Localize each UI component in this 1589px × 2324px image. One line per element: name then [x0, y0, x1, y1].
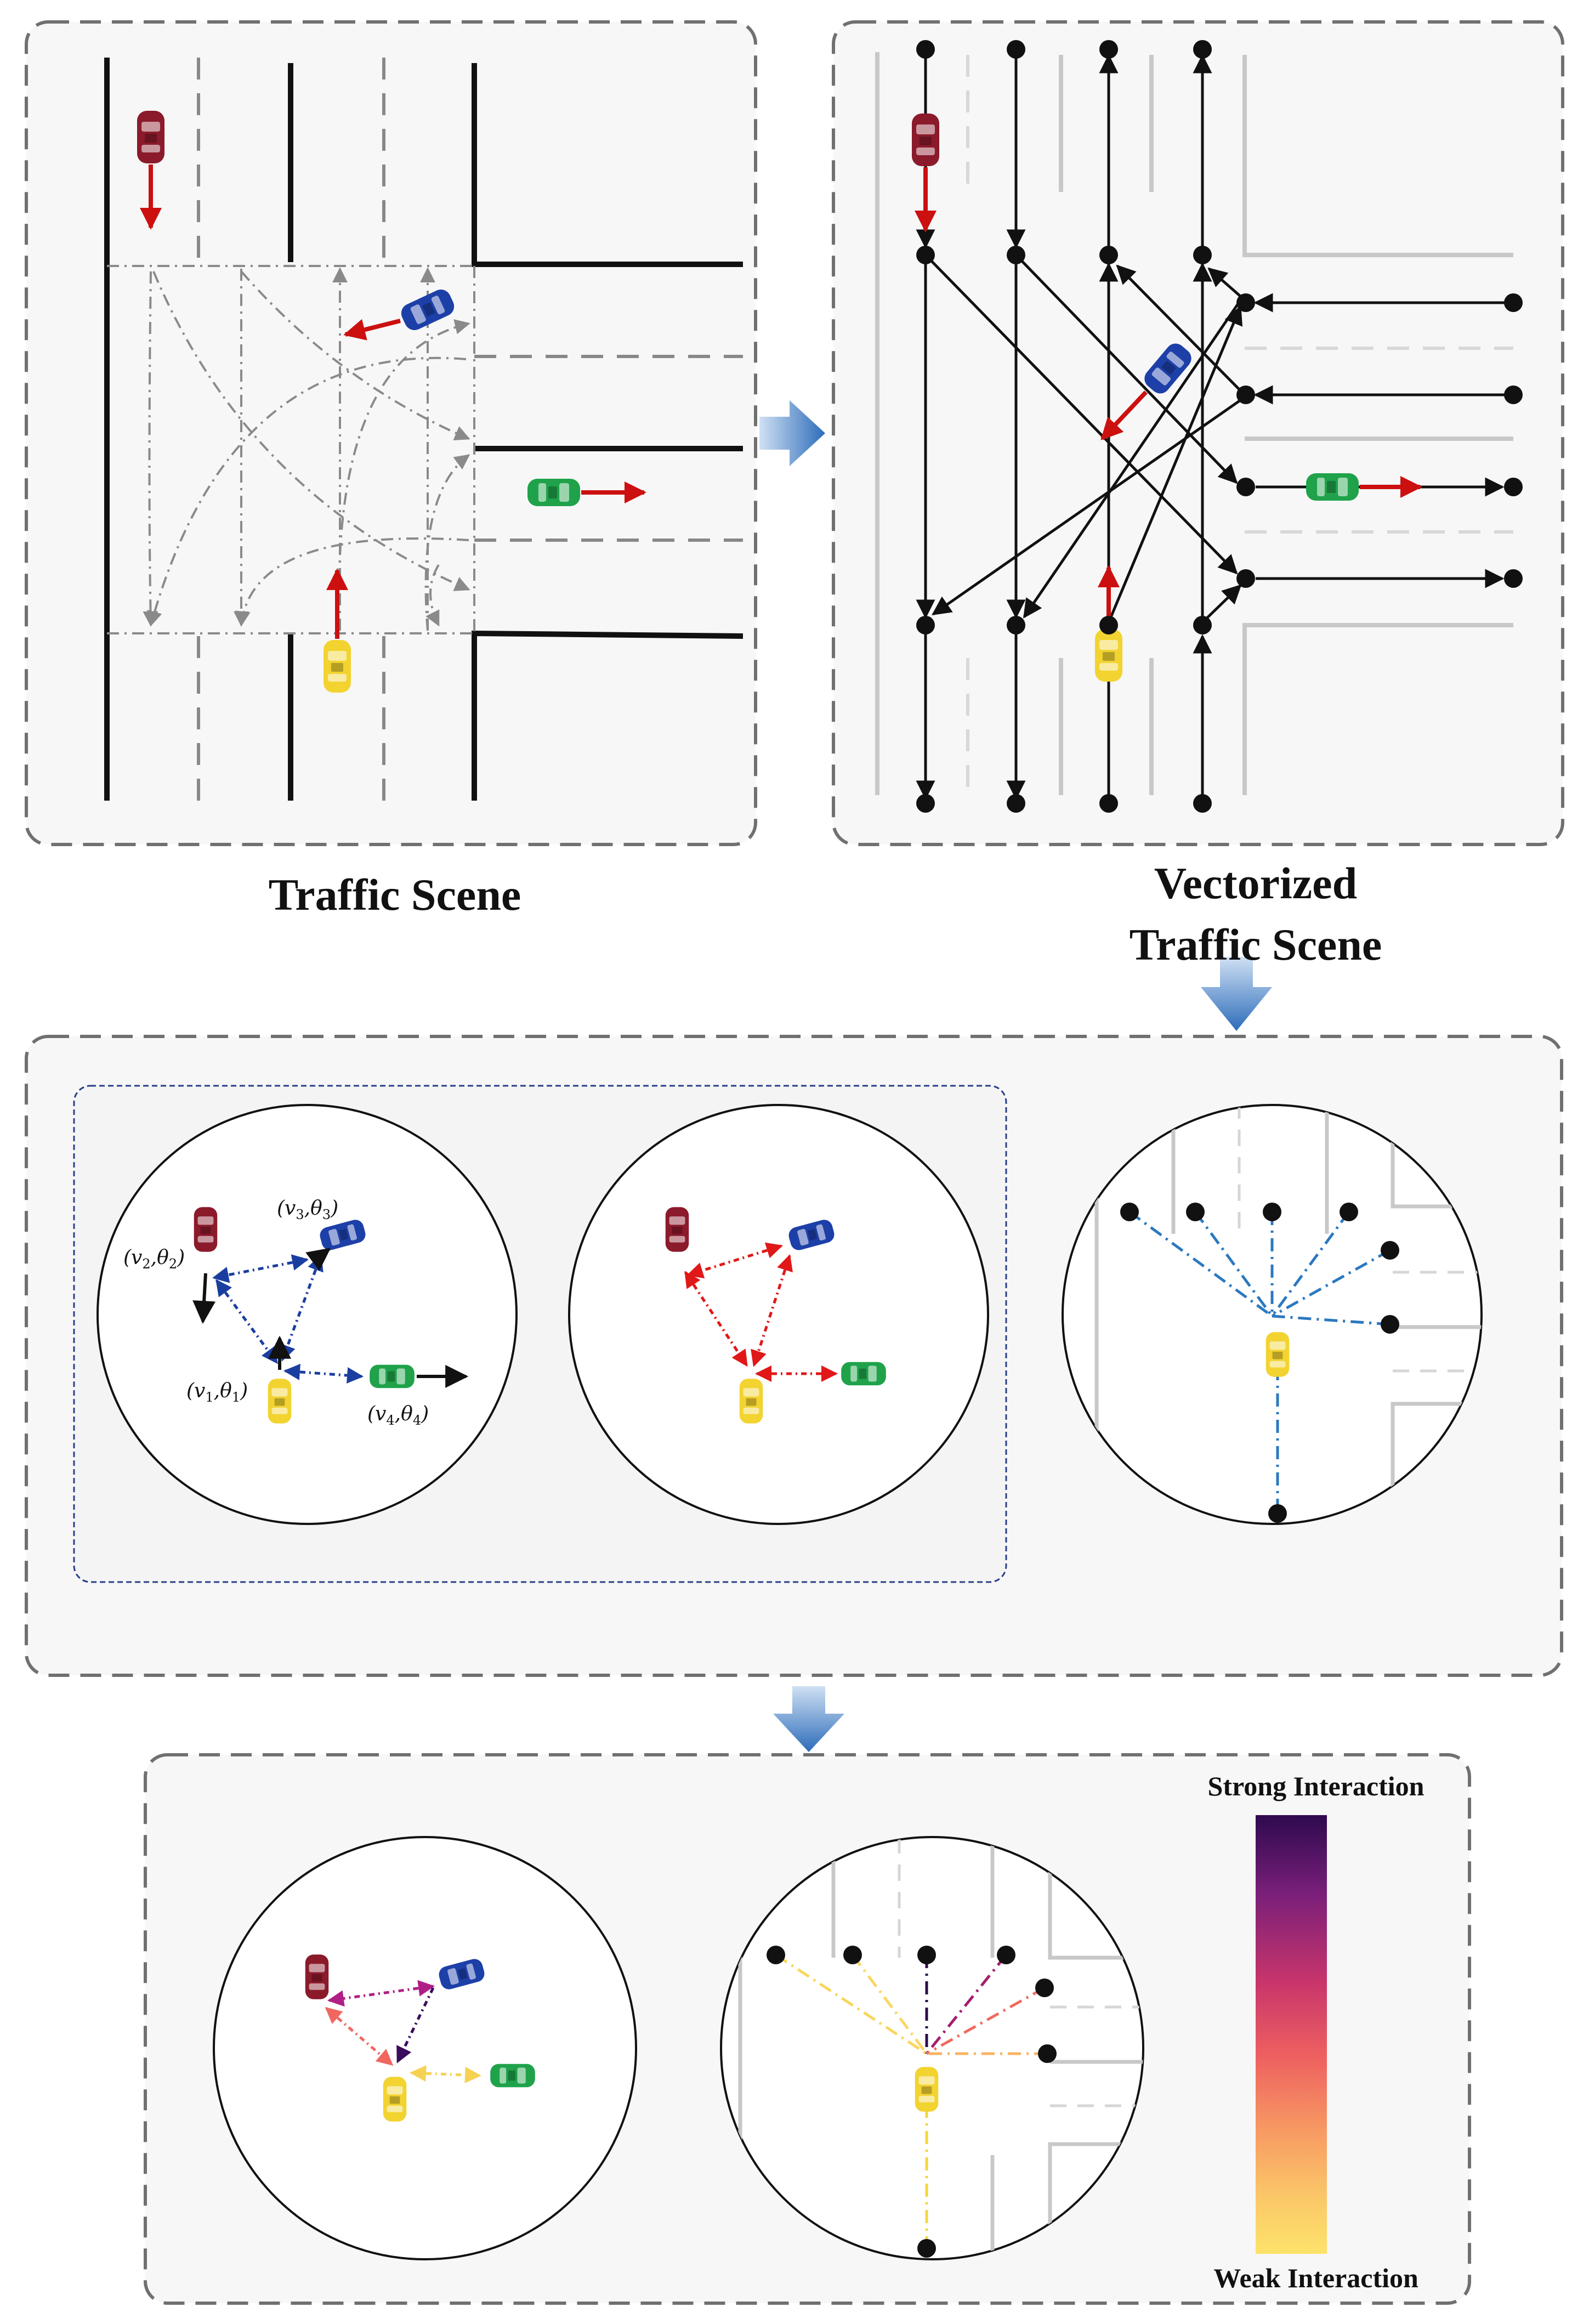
- legend-weak-label: Weak Interaction: [1213, 2263, 1418, 2293]
- legend-strong-label: Strong Interaction: [1207, 1771, 1425, 1801]
- vectorized-scene-panel: [832, 20, 1564, 846]
- flow-arrow-icon: [773, 1686, 844, 1752]
- svg-text:(v1,θ1): (v1,θ1): [186, 1380, 248, 1405]
- vectorized-caption-line2: Traffic Scene: [1129, 920, 1382, 970]
- svg-text:(v4,θ4): (v4,θ4): [367, 1403, 429, 1428]
- flow-arrow-icon: [759, 400, 825, 466]
- vectorized-caption-line1: Vectorized: [1154, 858, 1358, 908]
- interaction-colorbar: [1256, 1815, 1327, 2254]
- yellow-car: [324, 640, 351, 693]
- traffic-scene-caption: Traffic Scene: [268, 870, 521, 920]
- graph-construction-panel: (v2,θ2) (v3,θ3) (v1,θ1) (v4,θ4): [25, 1035, 1563, 1677]
- green-car: [527, 479, 580, 506]
- flow-arrow-icon: [1201, 957, 1272, 1031]
- svg-text:(v3,θ3): (v3,θ3): [277, 1197, 338, 1222]
- vectorized-scene-caption: Vectorized Traffic Scene: [1014, 853, 1497, 976]
- interaction-weight-panel: [144, 1753, 1471, 2305]
- traffic-scene-panel: [25, 20, 757, 846]
- red-car: [137, 111, 164, 163]
